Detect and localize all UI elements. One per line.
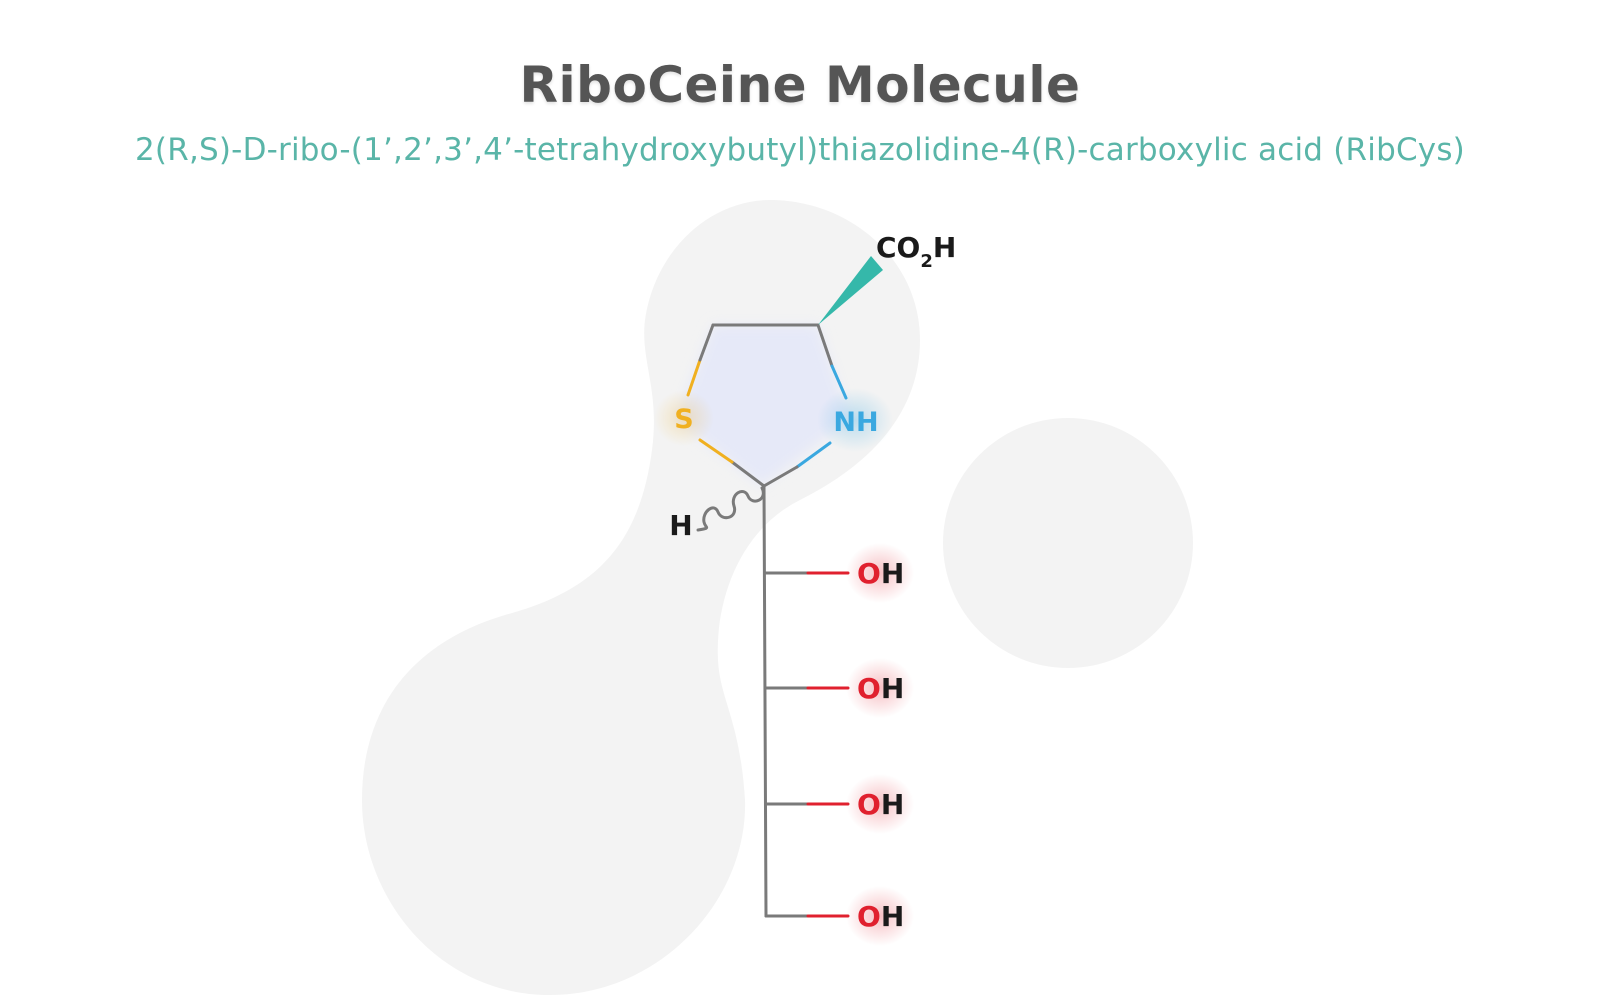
backbone-bond (762, 484, 768, 918)
carboxyl-subscript: 2 (920, 251, 933, 272)
bond-c2-s1-grey (730, 460, 766, 488)
hydroxyl-oxygen-4: O (857, 900, 881, 933)
side-chain (762, 484, 810, 918)
oxygen-glow-2 (846, 658, 914, 718)
bond-n3-c2-blue (795, 441, 832, 469)
hydroxyl-label-3: OH (857, 788, 904, 821)
carboxyl-label: CO2H (876, 231, 956, 272)
nitrogen-label: NH (833, 407, 878, 438)
hydroxyl-hydrogen-2: H (881, 672, 904, 705)
bond-s1-c5-grey (698, 323, 715, 362)
bond-c2-s1-yellow (698, 438, 734, 464)
page-title: RiboCeine Molecule (519, 56, 1081, 114)
hydroxyl-hydrogen-4: H (881, 900, 904, 933)
bond-s1-c5-yellow (686, 358, 702, 397)
sulfur-label: S (674, 404, 693, 435)
thiazolidine-ring-fill (676, 325, 850, 486)
oxygen-glow-1 (846, 543, 914, 603)
hydroxyl-oxygen-2: O (857, 672, 881, 705)
background-blob-main (362, 200, 920, 995)
background-blobs (362, 200, 1193, 995)
sulfur-glow (654, 390, 714, 446)
bond-n3-c2-grey (762, 465, 799, 488)
carboxyl-main: CO (876, 231, 920, 264)
bond-c4-n3-blue (830, 364, 848, 400)
background-blob-right (943, 418, 1193, 668)
hydroxyl-label-4: OH (857, 900, 904, 933)
stereo-wedge-bond (818, 256, 883, 325)
hydroxyl-hydrogen-1: H (881, 557, 904, 590)
hydroxyl-oxygen-1: O (857, 557, 881, 590)
wavy-stereo-bond (696, 486, 765, 532)
oxygen-bonds (806, 571, 850, 918)
hydroxyl-oxygen-3: O (857, 788, 881, 821)
oxygen-glow-4 (846, 886, 914, 946)
carboxyl-tail: H (933, 231, 956, 264)
molecule-iupac-name: 2(R,S)-D-ribo-(1’,2’,3’,4’-tetrahydroxyb… (135, 132, 1465, 168)
oxygen-glow-3 (846, 774, 914, 834)
stereo-hydrogen-label: H (669, 509, 692, 542)
ring-bonds (686, 323, 848, 488)
hydroxyl-label-1: OH (857, 557, 904, 590)
nitrogen-glow (817, 388, 893, 452)
hydroxyl-label-2: OH (857, 672, 904, 705)
hydroxyl-labels: OH OH OH OH (857, 557, 904, 933)
bond-c4-n3-grey (816, 323, 834, 368)
hydroxyl-hydrogen-3: H (881, 788, 904, 821)
